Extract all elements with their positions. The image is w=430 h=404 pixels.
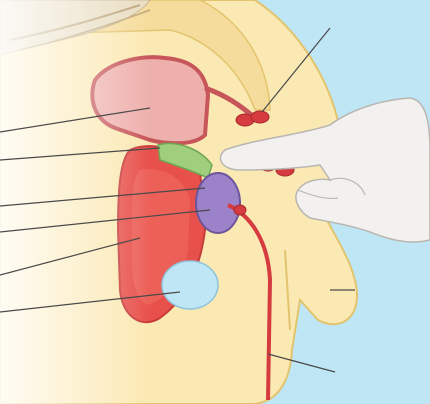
prostate-exam-diagram (0, 0, 430, 404)
anatomy-illustration (0, 0, 430, 404)
left-fade (0, 0, 430, 404)
